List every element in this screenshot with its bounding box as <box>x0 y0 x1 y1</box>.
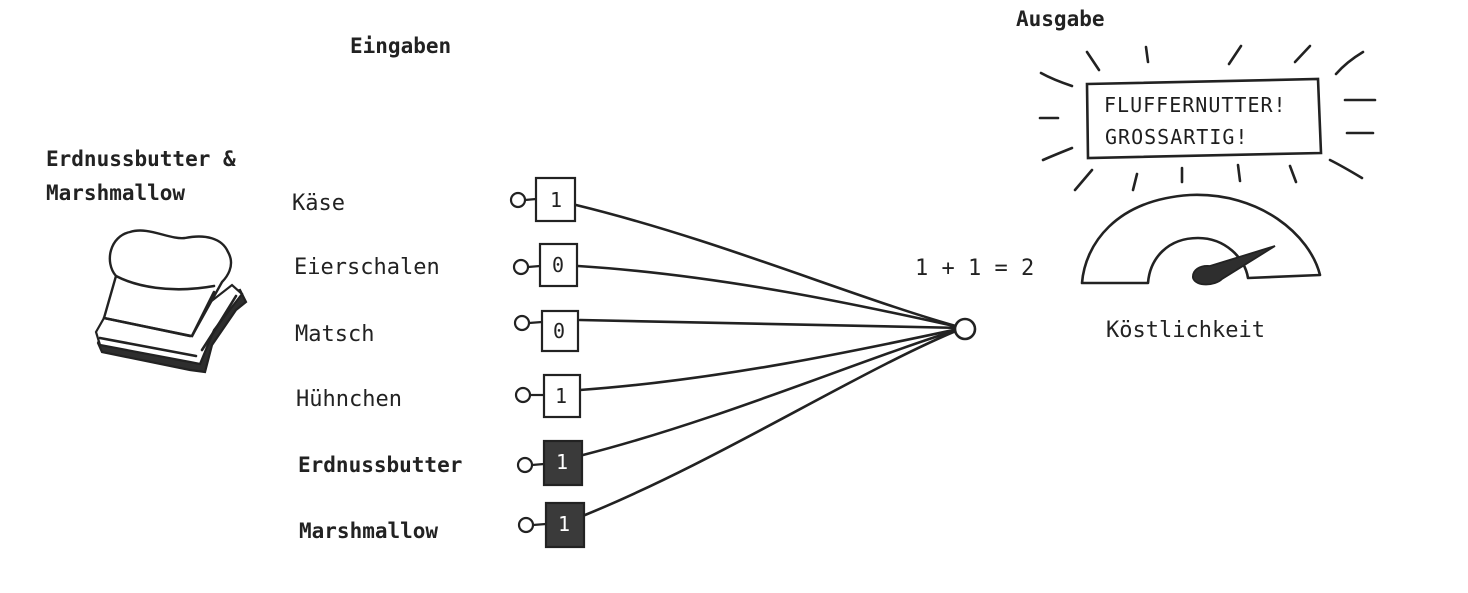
output-header: Ausgabe <box>1016 7 1105 31</box>
value-text-marshmallow: 1 <box>558 512 570 536</box>
connection-lines <box>574 203 965 517</box>
input-label-kaese: Käse <box>292 191 345 216</box>
output-sign-line2: GROSSARTIG! <box>1105 125 1249 149</box>
gauge-outline <box>1080 193 1322 285</box>
value-box-kaese <box>534 176 577 223</box>
input-connector-kaese: 1 <box>509 176 577 223</box>
input-label-marshmallow: Marshmallow <box>299 519 439 543</box>
sandwich-label-line1: Erdnussbutter & <box>46 147 236 171</box>
value-box-matsch <box>540 309 580 353</box>
inputs-header: Eingaben <box>350 34 452 58</box>
connection-line-huehnchen <box>578 326 965 392</box>
connection-line-marshmallow <box>583 326 965 517</box>
sandwich-label-line2: Marshmallow <box>46 181 186 205</box>
sign-burst-lines <box>1038 44 1377 192</box>
sum-equation: 1 + 1 = 2 <box>915 256 1035 281</box>
connection-line-kaese <box>574 203 965 330</box>
input-connector-huehnchen: 1 <box>514 373 582 419</box>
value-text-kaese: 1 <box>550 188 562 212</box>
input-connector-marshmallow: 1 <box>517 501 586 549</box>
input-connector-erdnussbutter: 1 <box>516 439 584 487</box>
value-text-erdnussbutter: 1 <box>556 450 568 474</box>
value-text-matsch: 0 <box>553 319 565 343</box>
connection-line-eierschalen <box>576 264 965 330</box>
value-text-huehnchen: 1 <box>555 384 567 408</box>
input-connectors: 1 0 0 1 <box>509 176 586 549</box>
value-text-eierschalen: 0 <box>552 253 564 277</box>
value-box-marshmallow <box>544 501 586 549</box>
value-box-erdnussbutter <box>542 439 584 487</box>
input-label-eierschalen: Eierschalen <box>294 255 440 280</box>
gauge-needle <box>1192 245 1276 286</box>
input-label-erdnussbutter: Erdnussbutter <box>298 453 463 477</box>
value-box-huehnchen <box>542 373 582 419</box>
sandwich-illustration <box>94 229 248 374</box>
input-label-huehnchen: Hühnchen <box>296 387 402 412</box>
output-sign-frame <box>1085 77 1323 160</box>
output-node <box>953 317 977 341</box>
input-connector-matsch: 0 <box>513 309 580 353</box>
input-connector-eierschalen: 0 <box>512 242 579 288</box>
connection-line-erdnussbutter <box>581 326 965 457</box>
input-label-matsch: Matsch <box>295 322 375 347</box>
value-box-eierschalen <box>538 242 579 288</box>
output-sign-line1: FLUFFERNUTTER! <box>1104 93 1287 117</box>
sandwich-top-slice <box>102 229 233 338</box>
deliciousness-gauge <box>1080 193 1322 286</box>
connection-line-matsch <box>578 318 965 330</box>
gauge-label: Köstlichkeit <box>1106 318 1265 343</box>
